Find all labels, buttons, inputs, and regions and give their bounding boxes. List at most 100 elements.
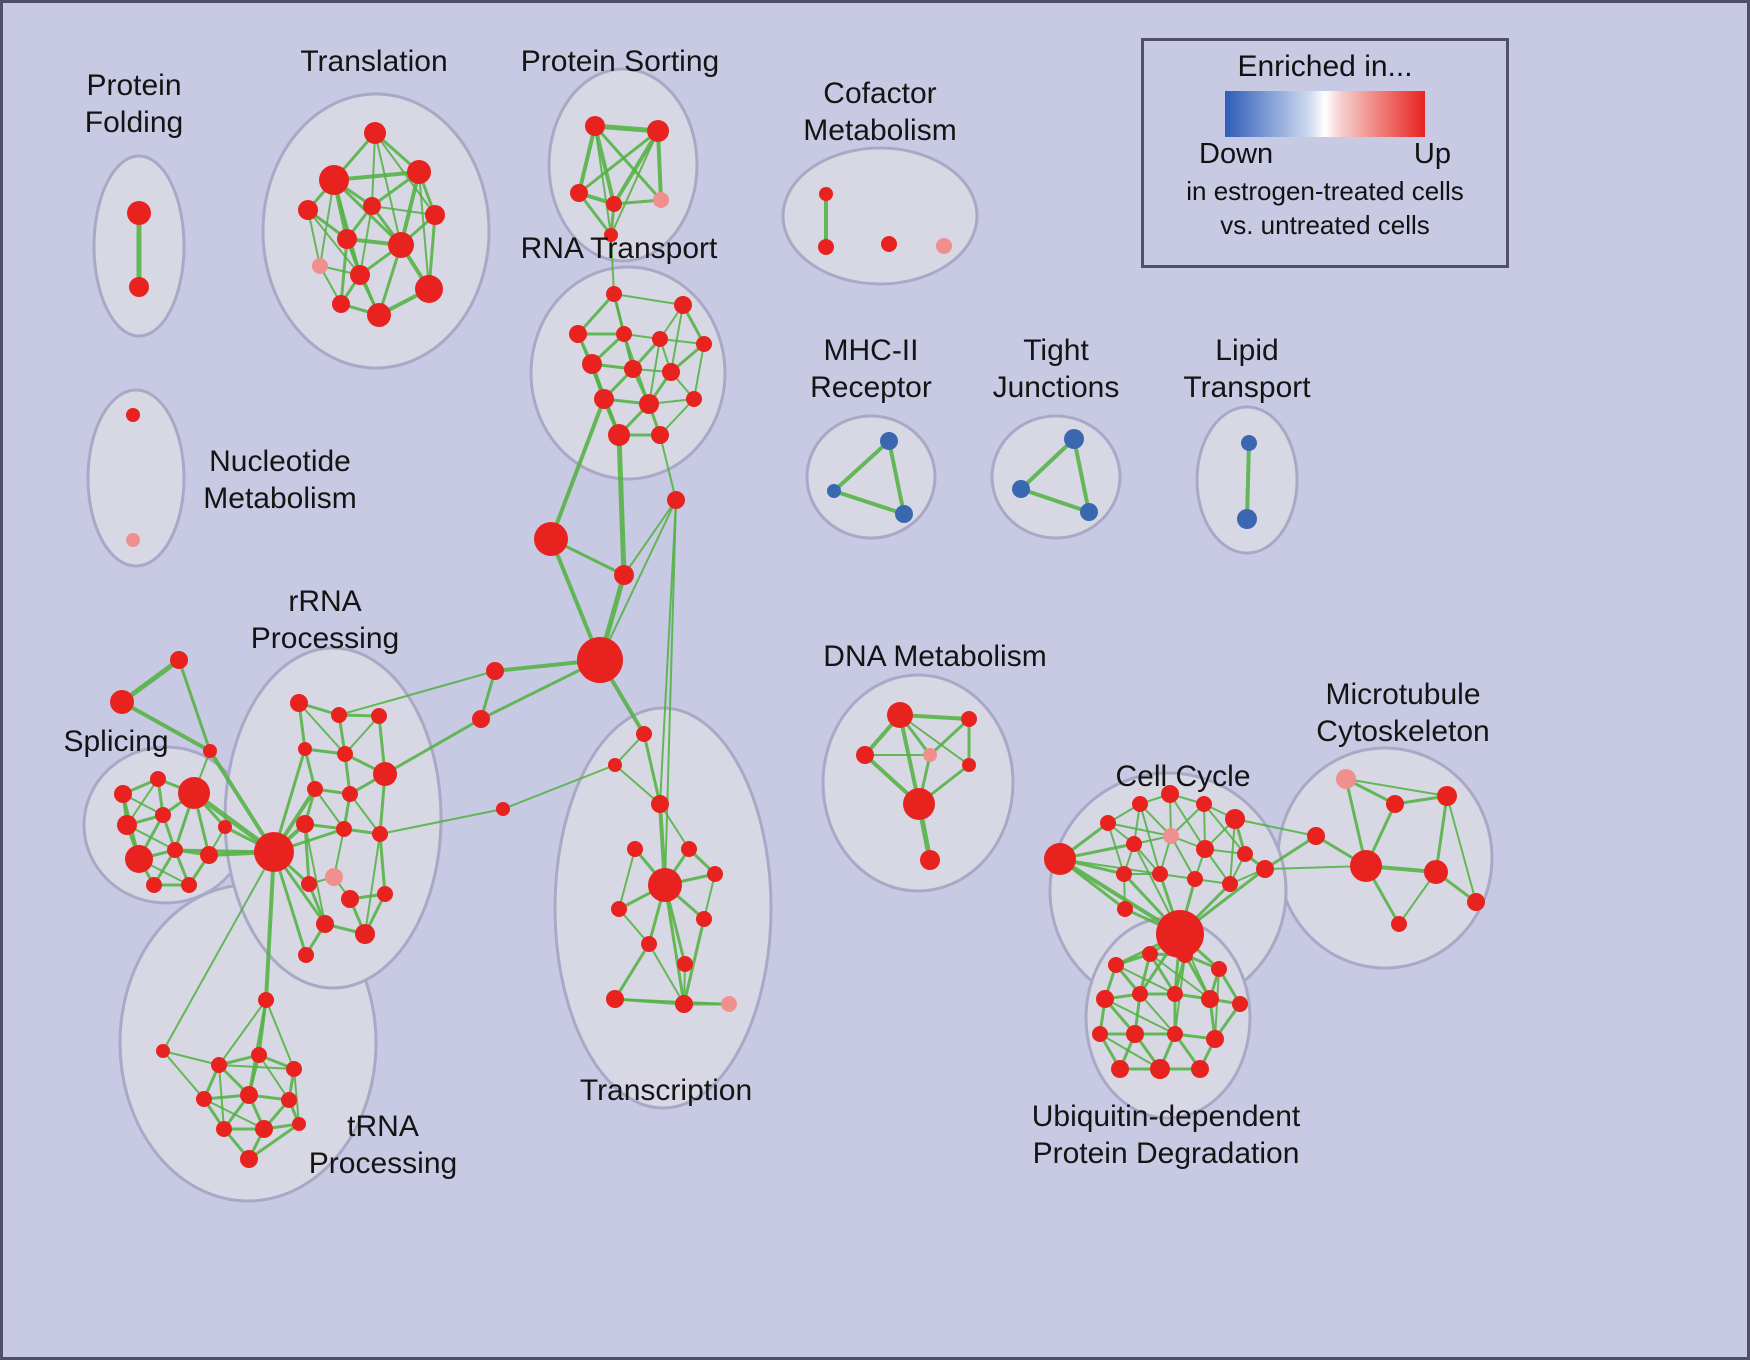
gene-set-node [218,820,232,834]
gene-set-node [286,1061,302,1077]
gene-set-node [652,331,668,347]
gene-set-node [647,120,669,142]
cluster-label-splicing-line1: Splicing [63,725,168,758]
gene-set-node [895,505,913,523]
network-edge [599,499,677,661]
legend-subtitle-line1: in estrogen-treated cells [1186,176,1464,206]
gene-set-node [570,184,588,202]
cluster-label-cofactor-metabolism-line1: Cofactor [823,77,936,110]
network-edge [162,1050,220,1066]
gene-set-node [1177,947,1193,963]
network-edge [618,848,636,910]
gene-set-node [364,122,386,144]
network-edge [383,717,483,776]
cluster-label-trna-processing-line2: Processing [309,1147,457,1180]
cluster-label-dna-metabolism-line1: DNA Metabolism [823,640,1046,673]
network-edge [1245,441,1251,521]
network-edge [832,439,891,493]
gene-set-node [1336,769,1356,789]
gene-set-node [298,200,318,220]
gene-set-node [1241,435,1257,451]
gene-set-node [827,484,841,498]
network-edge [120,700,212,753]
gene-set-node [1117,901,1133,917]
network-edge [1264,865,1367,870]
gene-set-node [150,771,166,787]
cluster-label-protein-folding-line1: Protein [86,69,181,102]
network-edge [682,917,706,1006]
gene-set-node [319,165,349,195]
gene-set-node [606,990,624,1008]
network-edge [1019,487,1091,514]
gene-set-node [126,408,140,422]
network-edge [594,125,612,236]
gene-set-node [1191,1060,1209,1078]
gene-set-node [281,1092,297,1108]
gene-set-node [316,915,334,933]
gene-set-node [1437,786,1457,806]
network-edge [593,124,663,202]
gene-set-node [677,956,693,972]
gene-set-node [254,832,294,872]
gene-set-node [178,777,210,809]
network-edge [1104,998,1176,1035]
cluster-label-ubiquitin-degradation-line2: Protein Degradation [1033,1137,1300,1170]
gene-set-node [331,707,347,723]
gene-set-node [371,708,387,724]
gene-set-node [373,762,397,786]
cluster-label-lipid-transport-line2: Transport [1183,371,1311,404]
network-edge [577,124,597,195]
network-edge [162,1050,205,1100]
gene-set-node [681,841,697,857]
gene-set-node [298,742,312,756]
network-edge [314,788,345,830]
gene-set-node [608,424,630,446]
gene-set-node [1080,503,1098,521]
cluster-ellipse-rrna-processing [223,646,443,990]
gene-set-node [962,758,976,772]
gene-set-node [337,746,353,762]
gene-set-node [1386,795,1404,813]
gene-set-node [341,890,359,908]
gene-set-node [1092,1026,1108,1042]
gene-set-node [1187,871,1203,887]
network-edge [502,764,616,810]
network-edge [1099,1033,1161,1070]
gene-set-node [696,911,712,927]
cluster-ellipse-mhc-ii-receptor [805,414,937,540]
cluster-label-mhc-ii-receptor-line1: MHC-II [824,334,919,367]
network-edge [371,132,376,207]
network-edge [303,822,311,886]
gene-set-node [114,785,132,803]
cluster-ellipse-transcription [553,706,773,1110]
gene-set-node [363,197,381,215]
cluster-label-lipid-transport-line1: Lipid [1215,334,1278,367]
network-edge [264,850,276,1002]
network-edge [298,702,346,755]
cluster-ellipse-microtubule-cytoskeleton [1276,746,1494,970]
legend-up-label: Up [1413,138,1451,170]
gene-set-node [608,758,622,772]
gene-set-node [388,232,414,258]
gene-set-node [425,205,445,225]
network-edge [616,432,627,578]
gene-set-node [307,781,323,797]
gene-set-node [1237,509,1257,529]
network-edge [659,434,677,501]
gene-set-node [616,326,632,342]
network-edge [656,129,663,202]
network-edge [258,1054,290,1101]
network-edge [378,832,387,896]
gene-set-node [648,868,682,902]
gene-set-node [674,296,692,314]
gene-set-node [651,795,669,813]
network-edge [162,851,275,1052]
gene-set-node [325,868,343,886]
network-edge [1263,834,1318,871]
network-edge [1139,803,1161,875]
gene-set-node [332,295,350,313]
gene-set-node [1163,828,1179,844]
gene-set-node [1111,1060,1129,1078]
gene-set-node [1167,986,1183,1002]
